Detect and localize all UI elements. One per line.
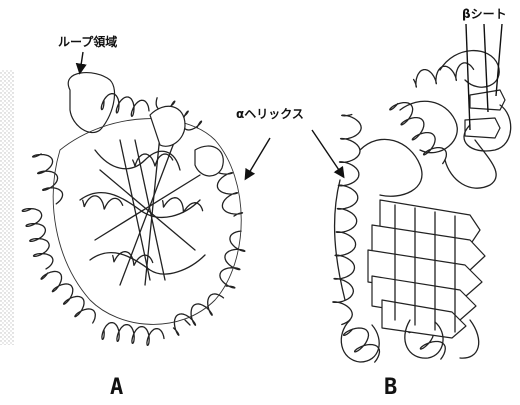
beta-sheet-body xyxy=(368,200,485,338)
alpha-helix-arrow-b xyxy=(312,130,343,176)
helix-coil xyxy=(102,323,164,346)
helix-coil xyxy=(33,154,63,204)
panel-label-a: A xyxy=(110,375,123,400)
helix-coil xyxy=(333,115,361,325)
helix-coil xyxy=(390,103,447,164)
loop-region-label: ループ領域 xyxy=(58,34,117,49)
helix-coil xyxy=(163,198,203,212)
structure-b xyxy=(333,51,511,363)
structure-a xyxy=(22,73,245,346)
alpha-helix-arrow-a xyxy=(246,138,270,178)
panel-label-b: B xyxy=(384,375,397,400)
helix-coil xyxy=(174,294,224,335)
helix-coil xyxy=(22,209,53,269)
helix-coil xyxy=(83,196,123,209)
alpha-helix-label: αヘリックス xyxy=(236,107,304,121)
loop-region-arrow xyxy=(80,52,83,72)
helix-coil xyxy=(220,231,245,288)
scan-artifact-strip xyxy=(0,70,14,345)
beta-sheet-arrow-1 xyxy=(466,24,470,130)
helix-coil xyxy=(414,63,474,87)
beta-sheet-label: βシート xyxy=(462,7,507,21)
beta-sheet-arrow-3 xyxy=(496,24,502,96)
